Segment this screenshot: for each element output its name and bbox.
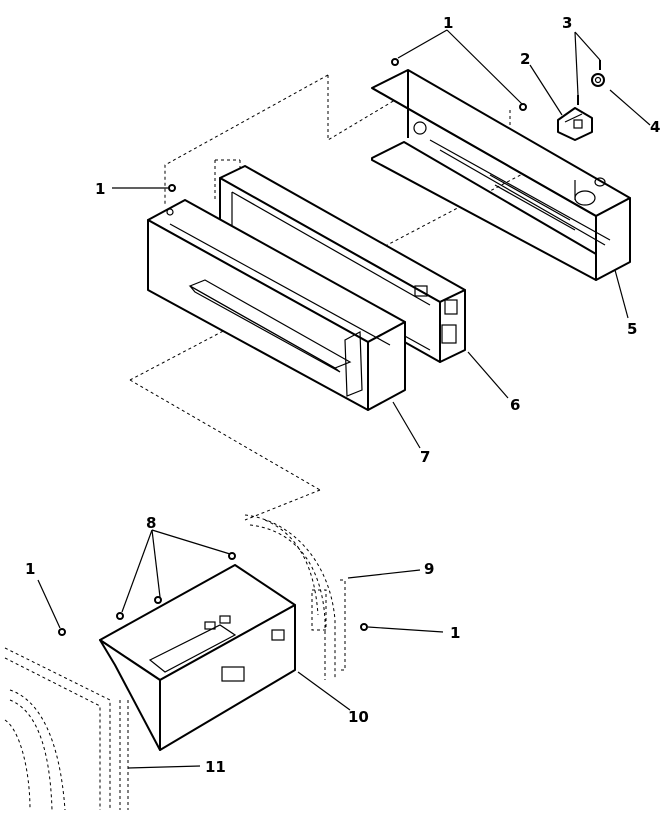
callout-1-lower-right: 1 (450, 624, 460, 642)
cabinet-part-11 (4, 647, 129, 811)
callout-1-left: 1 (95, 180, 105, 198)
callout-4: 4 (650, 118, 660, 136)
callout-5: 5 (627, 320, 637, 338)
leader-lines (37, 29, 651, 769)
rear-housing-part-5 (371, 69, 631, 281)
callout-labels: 1 2 3 4 1 5 6 7 8 9 1 1 10 11 (25, 14, 660, 776)
alignment-lines-upper (129, 74, 531, 521)
callout-8: 8 (146, 514, 156, 532)
callout-7: 7 (420, 448, 430, 466)
screw-markers (58, 58, 527, 636)
callout-2: 2 (520, 50, 530, 68)
callout-10: 10 (348, 708, 369, 726)
lower-tray-part-10 (99, 564, 296, 751)
bracket-part-2 (557, 107, 593, 141)
callout-9: 9 (424, 560, 434, 578)
callout-3: 3 (562, 14, 572, 32)
front-box-part-7 (147, 199, 406, 411)
callout-11: 11 (205, 758, 226, 776)
side-panel-part-9 (244, 514, 346, 680)
callout-1-top: 1 (443, 14, 453, 32)
screw-and-nut-parts-3-4 (577, 60, 605, 105)
callout-6: 6 (510, 396, 520, 414)
callout-1-lower-left: 1 (25, 560, 35, 578)
